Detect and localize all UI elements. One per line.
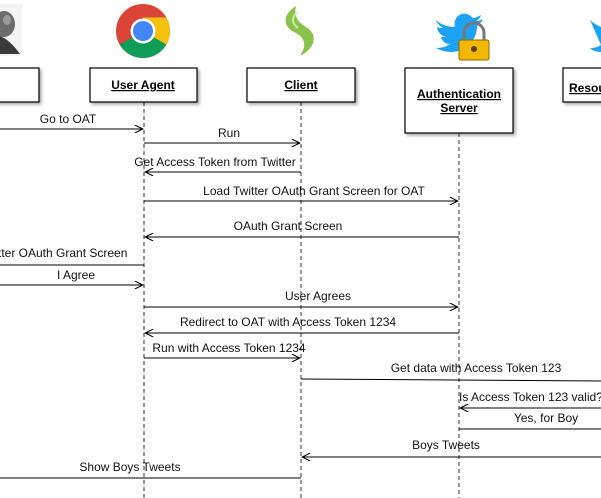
message-5-label: OAuth Grant Screen [234,219,343,233]
message-5: OAuth Grant Screen [146,219,459,237]
user-photo-icon [0,4,22,56]
message-3-label: Get Access Token from Twitter [134,155,296,169]
message-7-label: I Agree [57,268,95,282]
participant-resource-label: Resou [569,81,601,95]
participant-user-agent-box: User Agent [89,67,198,103]
participant-user-agent-label: User Agent [111,78,175,92]
message-11-label: Get data with Access Token 123 [391,361,562,375]
message-6: tter OAuth Grant Screen [0,246,144,266]
messages: Go to OAT Run Get Access Token from Twit… [0,112,601,479]
message-12-label: Is Access Token 123 valid? [459,390,601,404]
message-2-label: Run [218,126,240,140]
message-6-label: tter OAuth Grant Screen [0,246,127,260]
participant-client-box: Client [246,67,356,103]
message-9: Redirect to OAT with Access Token 1234 [146,315,459,333]
message-8-label: User Agrees [285,289,351,303]
message-12: Is Access Token 123 valid? [459,390,601,408]
message-3: Get Access Token from Twitter [134,155,301,172]
message-9-label: Redirect to OAT with Access Token 1234 [180,315,396,329]
message-8: User Agrees [144,289,457,307]
chrome-icon [116,4,171,59]
message-15: Show Boys Tweets [0,460,301,479]
participant-auth-server-box: Authentication Server [404,67,514,134]
message-1-label: Go to OAT [40,112,97,126]
message-4-label: Load Twitter OAuth Grant Screen for OAT [203,184,425,198]
twitter-icon [590,20,601,52]
message-4: Load Twitter OAuth Grant Screen for OAT [144,184,457,201]
participant-auth-server-label-line2: Server [440,101,478,115]
message-1: Go to OAT [0,112,142,129]
lifelines [143,102,460,498]
participant-client-label: Client [284,78,317,92]
message-7: I Agree [0,268,142,285]
client-app-icon [285,6,314,56]
message-15-label: Show Boys Tweets [79,460,180,474]
message-13: Yes, for Boy [459,411,601,430]
message-11: Get data with Access Token 123 [300,361,601,382]
message-2: Run [144,126,299,143]
participant-auth-server-label-line1: Authentication [417,87,501,101]
message-14: Boys Tweets [303,438,601,457]
message-10: Run with Access Token 1234 [144,341,306,358]
participant-resource-box: Resou [562,67,601,103]
twitter-lock-icon [436,13,490,61]
message-10-label: Run with Access Token 1234 [152,341,306,355]
participant-user-box [0,67,40,103]
message-13-label: Yes, for Boy [514,411,578,425]
message-14-label: Boys Tweets [412,438,480,452]
